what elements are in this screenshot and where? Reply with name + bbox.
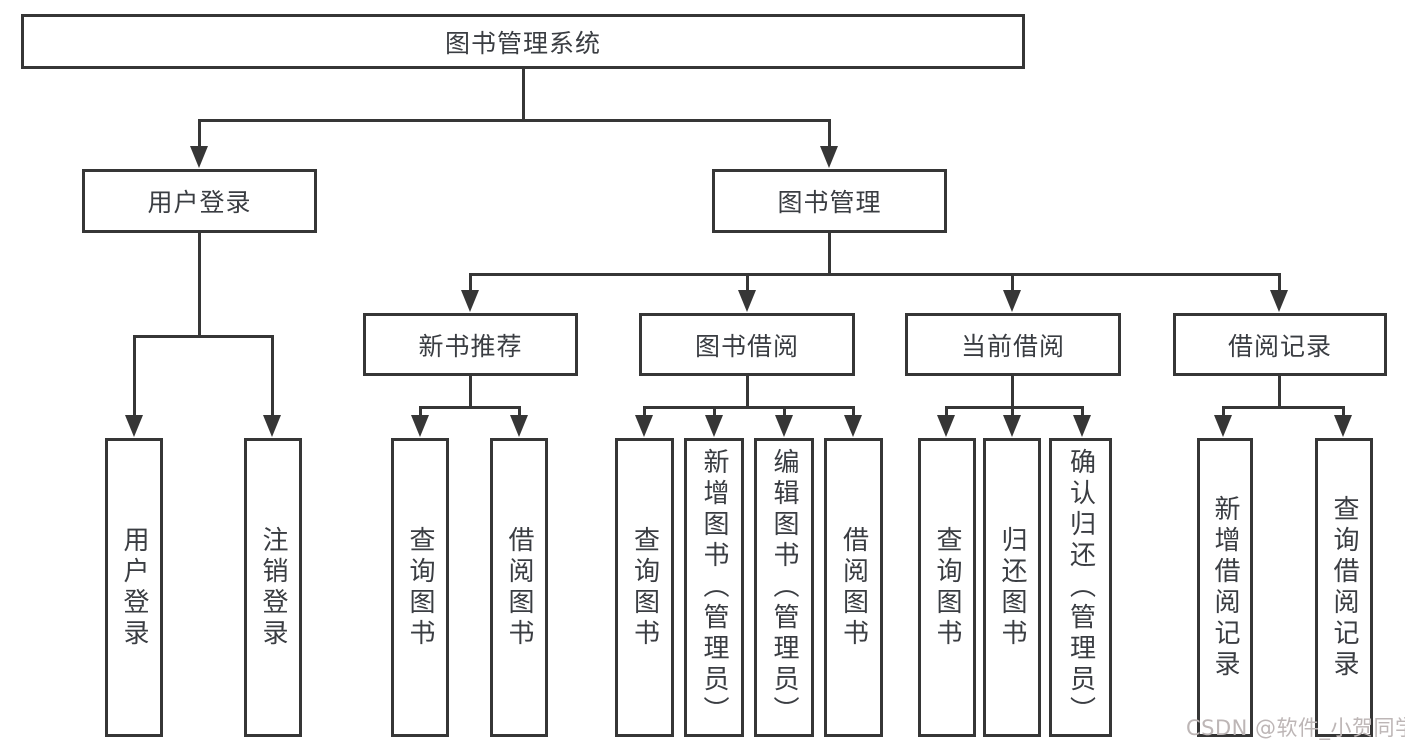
connector-arrow-stem [1010,272,1014,293]
arrowhead-down-icon [125,415,143,437]
connector-arrow-stem [851,405,855,419]
arrowhead-down-icon [1270,290,1288,312]
connector-arrow-stem [827,118,831,151]
node-current-borrow-label: 当前借阅 [960,331,1065,361]
leaf-borrow-books-recommend: 借阅图书 [490,438,548,737]
arrowhead-down-icon [1334,415,1352,437]
arrowhead-down-icon [775,415,793,437]
leaf-add-borrow-record-label: 新增借阅记录 [1210,494,1240,681]
leaf-query-books-current-label: 查询图书 [932,525,962,650]
leaf-return-books-label: 归还图书 [997,525,1027,650]
node-user-login-label: 用户登录 [147,188,252,217]
node-borrow-records: 借阅记录 [1173,313,1387,376]
arrowhead-down-icon [937,415,955,437]
connector-current-borrow-stem [1010,376,1014,408]
leaf-query-books-current: 查询图书 [918,438,976,737]
connector-arrow-stem [197,118,201,151]
leaf-borrow-books-label: 借阅图书 [838,525,869,650]
connector-arrow-stem [1080,405,1084,419]
leaf-add-books-admin: 新增图书（管理员） [684,438,744,737]
node-borrow-records-label: 借阅记录 [1227,331,1332,361]
connector-arrow-stem [1010,405,1014,419]
arrowhead-down-icon [510,415,528,437]
leaf-query-borrow-record-label: 查询借阅记录 [1329,494,1359,681]
connector-arrow-stem [132,334,136,418]
leaf-logout-label: 注销登录 [258,525,288,650]
leaf-edit-books-admin-label: 编辑图书（管理员） [769,448,799,727]
connector-new-book-stem [468,376,472,408]
connector-arrow-stem [642,405,646,419]
node-root: 图书管理系统 [21,14,1025,69]
leaf-confirm-return-admin-label: 确认归还（管理员） [1065,448,1096,727]
connector-arrow-stem [782,405,786,419]
connector-arrow-stem [944,405,948,419]
arrowhead-down-icon [738,290,756,312]
leaf-query-books-recommend-label: 查询图书 [405,525,435,650]
connector-arrow-stem [270,334,274,418]
node-book-borrow-label: 图书借阅 [694,331,799,361]
connector-root-stem [521,69,525,121]
connector-arrow-stem [1341,405,1345,419]
arrowhead-down-icon [820,146,838,168]
connector-new-book-rail [418,405,521,409]
arrowhead-down-icon [1073,415,1091,437]
arrowhead-down-icon [263,415,281,437]
node-user-login: 用户登录 [82,169,317,233]
leaf-query-books-borrow-label: 查询图书 [629,525,660,650]
leaf-add-books-admin-label: 新增图书（管理员） [699,448,729,727]
leaf-query-books-recommend: 查询图书 [391,438,449,737]
node-book-management: 图书管理 [712,169,947,233]
arrowhead-down-icon [1214,415,1232,437]
connector-current-borrow-rail [944,405,1084,409]
leaf-query-borrow-record: 查询借阅记录 [1315,438,1373,737]
leaf-logout: 注销登录 [244,438,302,737]
node-current-borrow: 当前借阅 [905,313,1121,376]
node-new-book-recommend: 新书推荐 [363,313,578,376]
arrowhead-down-icon [411,415,429,437]
leaf-edit-books-admin: 编辑图书（管理员） [754,438,814,737]
connector-level2-rail [468,272,1281,276]
connector-arrow-stem [712,405,716,419]
connector-book-management-stem [827,233,831,275]
node-book-management-label: 图书管理 [777,188,882,217]
node-book-borrow: 图书借阅 [639,313,855,376]
leaf-user-login-label: 用户登录 [119,525,149,650]
connector-borrow-records-stem [1277,376,1281,408]
leaf-add-borrow-record: 新增借阅记录 [1197,438,1253,737]
connector-book-borrow-stem [745,376,749,408]
arrowhead-down-icon [635,415,653,437]
arrowhead-down-icon [1003,415,1021,437]
connector-arrow-stem [517,405,521,419]
connector-arrow-stem [468,272,472,293]
arrowhead-down-icon [705,415,723,437]
connector-arrow-stem [1221,405,1225,419]
connector-user-login-stem [197,233,201,338]
arrowhead-down-icon [844,415,862,437]
arrowhead-down-icon [190,146,208,168]
connector-arrow-stem [418,405,422,419]
connector-user-login-rail [132,334,274,338]
leaf-user-login: 用户登录 [105,438,163,737]
connector-arrow-stem [745,272,749,293]
leaf-confirm-return-admin: 确认归还（管理员） [1049,438,1112,737]
arrowhead-down-icon [461,290,479,312]
leaf-borrow-books-recommend-label: 借阅图书 [504,525,534,650]
leaf-borrow-books: 借阅图书 [824,438,883,737]
csdn-watermark: CSDN @软件_小贺同学 [1186,716,1405,740]
connector-arrow-stem [1277,272,1281,293]
node-root-label: 图书管理系统 [444,28,601,58]
arrowhead-down-icon [1003,290,1021,312]
node-new-book-recommend-label: 新书推荐 [418,331,523,361]
connector-level1-rail [197,118,831,122]
connector-book-borrow-rail [642,405,855,409]
leaf-query-books-borrow: 查询图书 [615,438,674,737]
connector-borrow-records-rail [1221,405,1345,409]
leaf-return-books: 归还图书 [983,438,1041,737]
